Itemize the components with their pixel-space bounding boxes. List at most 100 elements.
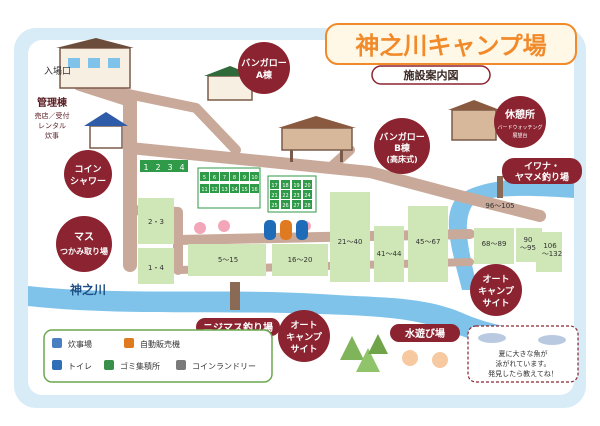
fish-note-line2: 泳がれています。 <box>495 359 550 368</box>
rest-area-line1: バードウォッチング <box>497 124 542 131</box>
bungalow-tile <box>164 160 176 172</box>
site-label: 90 <box>524 236 533 244</box>
laundry-icon <box>176 360 186 370</box>
bungalow-a-bubble <box>238 42 290 94</box>
bungalow-cell-number: 8 <box>233 175 236 181</box>
site-label: 1・4 <box>148 264 164 272</box>
iwana-line2: ヤマメ釣り場 <box>515 171 569 183</box>
coin-shower-bubble <box>64 150 112 198</box>
bungalow-cell <box>281 190 290 199</box>
bungalow-a-numbers: 1 2 3 4 <box>140 160 188 172</box>
bungalow-cell-number: 20 <box>304 183 310 189</box>
bungalow-cell-number: 21 <box>271 193 277 199</box>
bungalow-cell <box>303 180 312 189</box>
bungalow-cell <box>270 190 279 199</box>
auto-camp-right-line3: サイト <box>482 298 509 309</box>
management-line3: 炊事 <box>45 131 59 140</box>
bungalow-cell <box>250 184 259 193</box>
masu-line1: マス <box>74 231 94 243</box>
vending-machine-icon <box>124 338 134 348</box>
bungalow-b-line2: B棟 <box>394 142 411 154</box>
auto-camp-left-line2: キャンプ <box>286 331 323 343</box>
rest-area-bubble <box>494 96 546 148</box>
bungalow-cell <box>240 172 249 181</box>
side-stream <box>448 178 574 290</box>
site-label: 2・3 <box>148 218 164 226</box>
bungalow-cell-number: 6 <box>213 175 216 181</box>
bungalow-tile <box>176 160 188 172</box>
site-area <box>374 226 404 282</box>
site-areas <box>138 192 562 284</box>
site-area <box>138 198 174 244</box>
bungalow-cell-number: 9 <box>243 175 246 181</box>
iwana-line1: イワナ・ <box>524 161 560 172</box>
site-label: ～132 <box>542 250 562 258</box>
mizuasobi-label: 水遊び場 <box>404 327 445 340</box>
management-building <box>56 38 134 89</box>
kitchen-icon <box>52 338 62 348</box>
shower-building <box>84 112 128 149</box>
bungalow-cell-number: 14 <box>231 187 237 193</box>
river <box>28 286 574 352</box>
bungalow-cell <box>230 172 239 181</box>
fish-note-line1: 夏に大きな魚が <box>499 349 548 358</box>
site-label: 68～89 <box>482 240 507 248</box>
bungalow-cell-number: 12 <box>211 187 217 193</box>
vehicle-icons <box>264 220 308 240</box>
fish-note-line3: 発見したら教えてね！ <box>488 369 558 378</box>
bungalow-cell-number: 24 <box>304 193 310 199</box>
bungalow-number: 2 <box>155 163 160 172</box>
bungalow-a-line2: A棟 <box>256 69 273 81</box>
bungalow-cell <box>281 180 290 189</box>
site-label: 45～67 <box>416 238 441 246</box>
page-subtitle: 施設案内図 <box>404 68 459 82</box>
bungalow-cell-number: 10 <box>251 175 257 181</box>
bungalow-cell <box>281 200 290 209</box>
bungalow-number: 1 <box>143 163 148 172</box>
legend-toilet: トイレ <box>68 362 92 371</box>
bungalow-cell <box>210 184 219 193</box>
site-area <box>188 244 266 276</box>
bungalow-cell <box>220 184 229 193</box>
bungalow-tile <box>140 160 152 172</box>
auto-camp-right-line1: オート <box>482 274 509 285</box>
bungalow-cell <box>292 180 301 189</box>
bungalow-number: 3 <box>167 163 172 172</box>
page-title: 神之川キャンプ場 <box>355 32 546 60</box>
bungalow-cell <box>270 180 279 189</box>
bungalow-cell-number: 25 <box>271 203 277 209</box>
bungalow-cell-number: 13 <box>221 187 227 193</box>
bungalow-cell-number: 16 <box>251 187 257 193</box>
bungalow-a-line1: バンガロー <box>241 57 286 69</box>
bungalow-number: 4 <box>179 163 184 172</box>
bungalow-tile <box>152 160 164 172</box>
toilet-icon <box>52 360 62 370</box>
masu-bubble <box>56 216 112 272</box>
iwana-label-box <box>502 158 582 184</box>
auto-camp-left-line1: オート <box>290 320 317 331</box>
bungalow-cell <box>292 200 301 209</box>
river-label: 神之川 <box>70 282 106 297</box>
bungalow-cell <box>303 190 312 199</box>
site-label: 96～105 <box>485 202 514 210</box>
bungalow-b-line1: バンガロー <box>379 131 424 143</box>
bungalow-cell-number: 15 <box>241 187 247 193</box>
bungalow-cell-number: 26 <box>282 203 288 209</box>
rest-area-title: 休憩所 <box>504 108 535 121</box>
bungalow-b-line3: (高床式) <box>386 154 417 164</box>
site-label: 21～40 <box>338 238 363 246</box>
legend-vending: 自動販売機 <box>140 339 180 349</box>
coin-shower-line2: シャワー <box>70 176 106 187</box>
management-title: 管理棟 <box>37 96 68 109</box>
site-label: 106 <box>543 242 557 250</box>
bungalow-cell-number: 22 <box>282 193 288 199</box>
site-label: 16～20 <box>288 256 313 264</box>
bungalow-cell-number: 11 <box>201 187 207 193</box>
bungalow-cell-number: 5 <box>203 175 206 181</box>
legend-laundry: コインランドリー <box>192 362 256 371</box>
bridges <box>230 176 503 310</box>
garbage-icon <box>104 360 114 370</box>
bungalow-cell <box>210 172 219 181</box>
auto-camp-bubble-left <box>278 310 330 362</box>
